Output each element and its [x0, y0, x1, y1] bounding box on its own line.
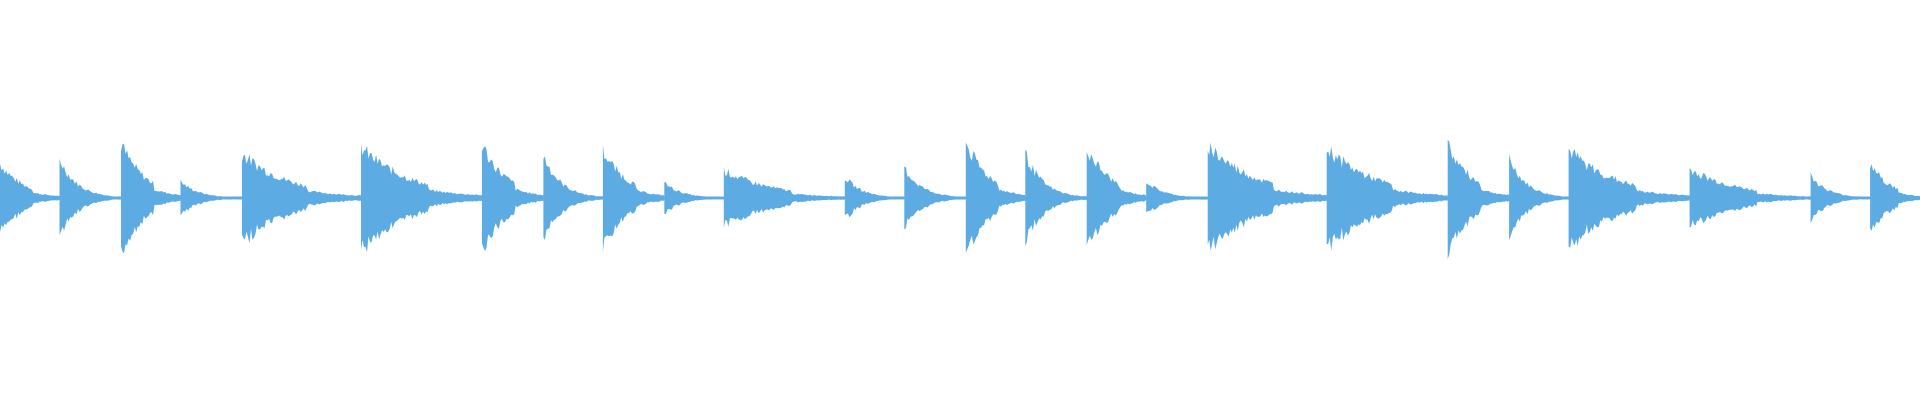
waveform-hit [1086, 152, 1147, 246]
waveform-hit [965, 142, 1026, 253]
waveform-hit [1025, 149, 1087, 246]
waveform-hit [1810, 172, 1871, 223]
waveform-hit [1568, 149, 1690, 248]
waveform-hit [723, 167, 845, 229]
waveform-hit [1447, 139, 1510, 260]
waveform-hit [180, 179, 242, 216]
waveform-hit [241, 154, 361, 244]
waveform-hit [602, 144, 665, 253]
waveform-hit [121, 143, 181, 254]
waveform-hit [1326, 146, 1448, 251]
waveform-hits [0, 139, 1920, 260]
waveform-hit [0, 164, 60, 233]
waveform-hit [59, 158, 121, 236]
waveform-hit [1146, 183, 1208, 213]
waveform-hit [1509, 154, 1569, 241]
waveform-hit [543, 156, 603, 240]
waveform-hit [844, 179, 905, 218]
waveform-hit [904, 166, 966, 230]
waveform-hit [1870, 164, 1920, 231]
waveform-hit [481, 146, 544, 252]
waveform-hit [361, 143, 482, 253]
waveform-hit [1207, 142, 1327, 251]
waveform-hit [664, 182, 724, 214]
waveform-hit [1689, 168, 1811, 228]
